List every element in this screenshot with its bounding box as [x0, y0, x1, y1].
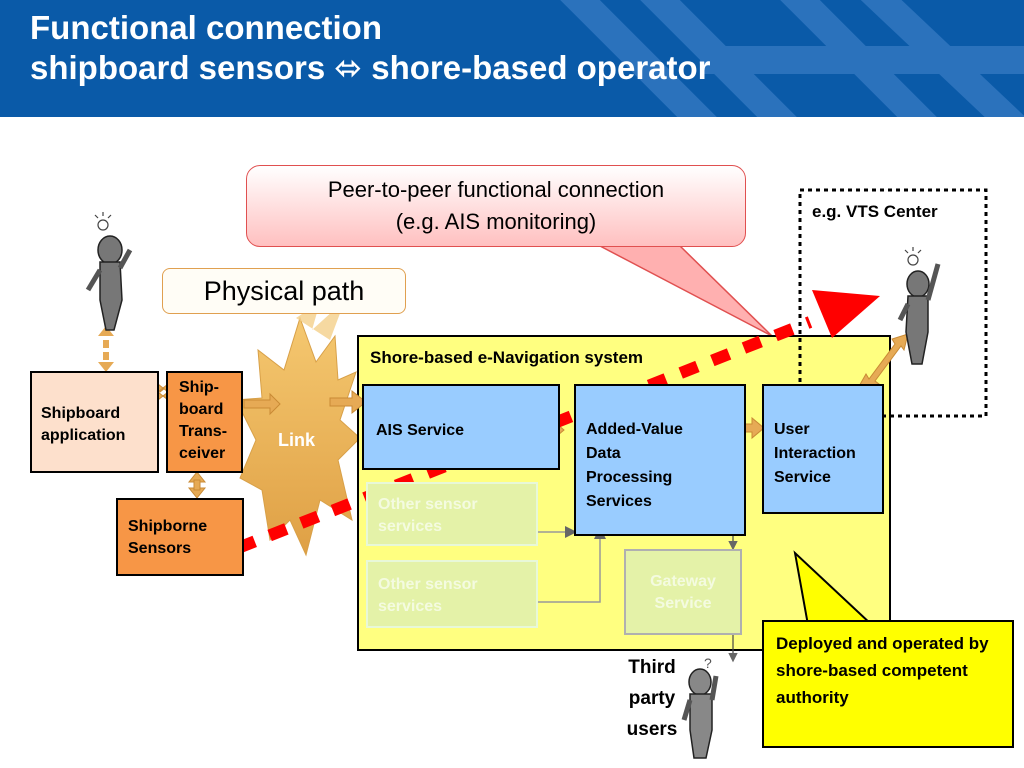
- thin-connectors: [538, 526, 606, 603]
- title-line-1: Functional connection: [30, 9, 382, 46]
- shipboard-transceiver-box: Ship-board Trans-ceiver: [166, 371, 243, 473]
- question-mark-icon: ?: [704, 655, 712, 671]
- peer-callout-line-1: Peer-to-peer functional connection: [327, 177, 665, 202]
- other-sensor-services-box-1: Other sensor services: [366, 482, 538, 546]
- physical-path-label: Physical path: [162, 268, 406, 314]
- shipboard-application-box: Shipboard application: [30, 371, 159, 473]
- link-label: Link: [278, 430, 316, 450]
- peer-to-peer-callout: Peer-to-peer functional connection (e.g.…: [246, 165, 746, 247]
- bidirectional-arrow: ⬄: [334, 49, 363, 86]
- light-bulb-icon: [904, 247, 922, 266]
- other-sensor-services-box-2: Other sensor services: [366, 560, 538, 628]
- header-logo-watermark: [560, 0, 1024, 117]
- title-bar: Functional connection shipboard sensors …: [0, 0, 1024, 117]
- deployed-callout: Deployed and operated by shore-based com…: [762, 620, 1014, 748]
- gateway-service-box: Gateway Service: [624, 549, 742, 635]
- stick-figure-icon: [85, 235, 133, 331]
- light-bulb-icon: [94, 212, 112, 231]
- peer-callout-tail: [599, 245, 773, 337]
- title-left: shipboard sensors: [30, 49, 326, 86]
- functional-path-arrowhead: [812, 290, 880, 338]
- stick-figure-icon: [681, 668, 719, 759]
- added-value-services-box: Added-Value Data Processing Services: [574, 384, 746, 536]
- vts-center-label: e.g. VTS Center: [812, 202, 938, 221]
- link-burst: [235, 316, 361, 557]
- stick-figure-icon: [897, 263, 941, 365]
- title-line-2: shipboard sensors ⬄ shore-based operator: [30, 48, 711, 88]
- ais-service-box: AIS Service: [362, 384, 560, 470]
- title-right: shore-based operator: [371, 49, 711, 86]
- third-party-users-label: Third party users: [626, 657, 678, 740]
- user-interaction-service-box: User Interaction Service: [762, 384, 884, 514]
- ship-operator-connector: [98, 326, 114, 372]
- shore-system-label: Shore-based e-Navigation system: [370, 348, 644, 367]
- vts-center-box: [798, 188, 988, 418]
- shipborne-sensors-box: Shipborne Sensors: [116, 498, 244, 576]
- page-title: Functional connection shipboard sensors …: [30, 8, 711, 88]
- peer-callout-line-2: (e.g. AIS monitoring): [395, 209, 597, 234]
